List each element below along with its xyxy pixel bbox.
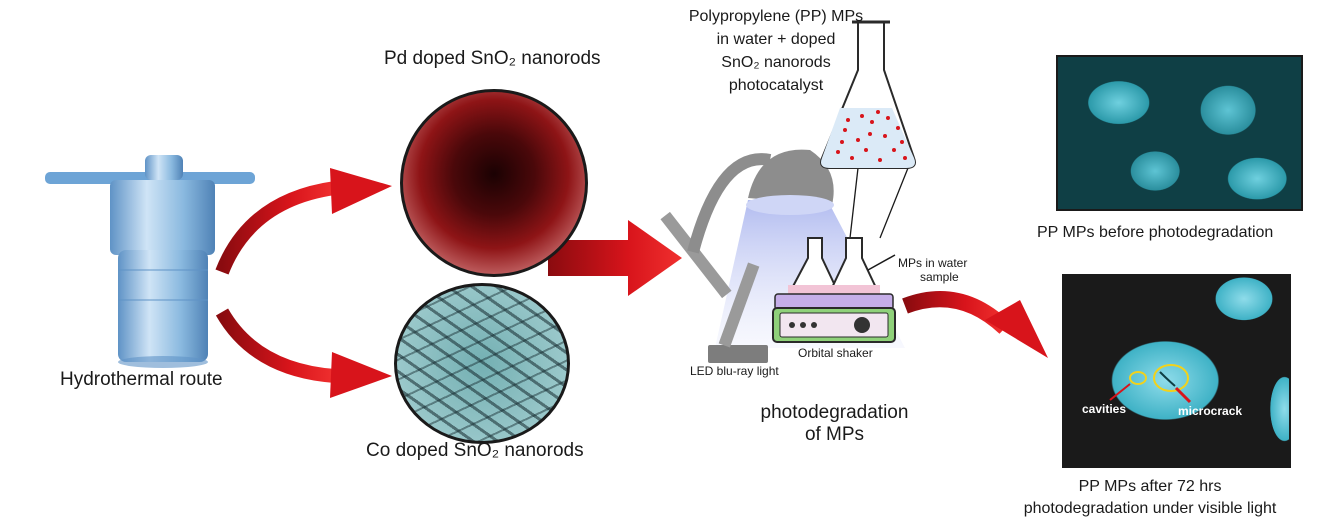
mps-in-water-label: MPs in water xyxy=(898,256,968,270)
pd-doped-nanorods-image xyxy=(400,89,588,277)
microplastic-dots xyxy=(836,110,907,162)
arrow-to-co-icon xyxy=(215,308,392,398)
flask-caption-line-4: photocatalyst xyxy=(728,77,824,94)
mps-sample-label: sample xyxy=(920,270,959,284)
zoom-line-right xyxy=(879,167,909,239)
arrow-to-photodegradation-icon xyxy=(548,220,682,296)
arrow-to-pd-icon xyxy=(215,168,392,275)
co-doped-label: Co doped SnO₂ nanorods xyxy=(366,440,584,461)
flask-caption-line-1: Polypropylene (PP) MPs xyxy=(688,8,864,25)
after-label-line-2: photodegradation under visible light xyxy=(1023,500,1277,517)
pp-mps-after-image xyxy=(1062,274,1291,468)
zoom-line-left xyxy=(849,167,859,239)
after-label-line-1: PP MPs after 72 hrs xyxy=(1078,478,1222,495)
orbital-shaker-icon xyxy=(772,237,896,343)
cavities-label: cavities xyxy=(1082,402,1127,416)
pp-mps-before-image xyxy=(1056,55,1303,211)
hydrothermal-route-label: Hydrothermal route xyxy=(60,369,223,390)
pd-doped-label: Pd doped SnO₂ nanorods xyxy=(384,48,601,69)
of-mps-label: of MPs xyxy=(804,424,865,445)
flask-caption-line-2: in water + doped xyxy=(716,31,836,48)
microcrack-label: microcrack xyxy=(1178,404,1243,418)
before-photodegradation-label: PP MPs before photodegradation xyxy=(1037,224,1274,241)
erlenmeyer-flask-icon xyxy=(820,20,916,169)
photodegradation-label: photodegradation xyxy=(760,402,909,423)
flask-caption-line-3: SnO₂ nanorods xyxy=(721,54,831,71)
arrow-to-result-icon xyxy=(902,291,1048,358)
autoclave-icon xyxy=(45,155,255,368)
co-doped-nanorods-image xyxy=(394,283,570,444)
led-light-label: LED blu-ray light xyxy=(690,364,779,378)
orbital-shaker-label: Orbital shaker xyxy=(798,346,873,360)
